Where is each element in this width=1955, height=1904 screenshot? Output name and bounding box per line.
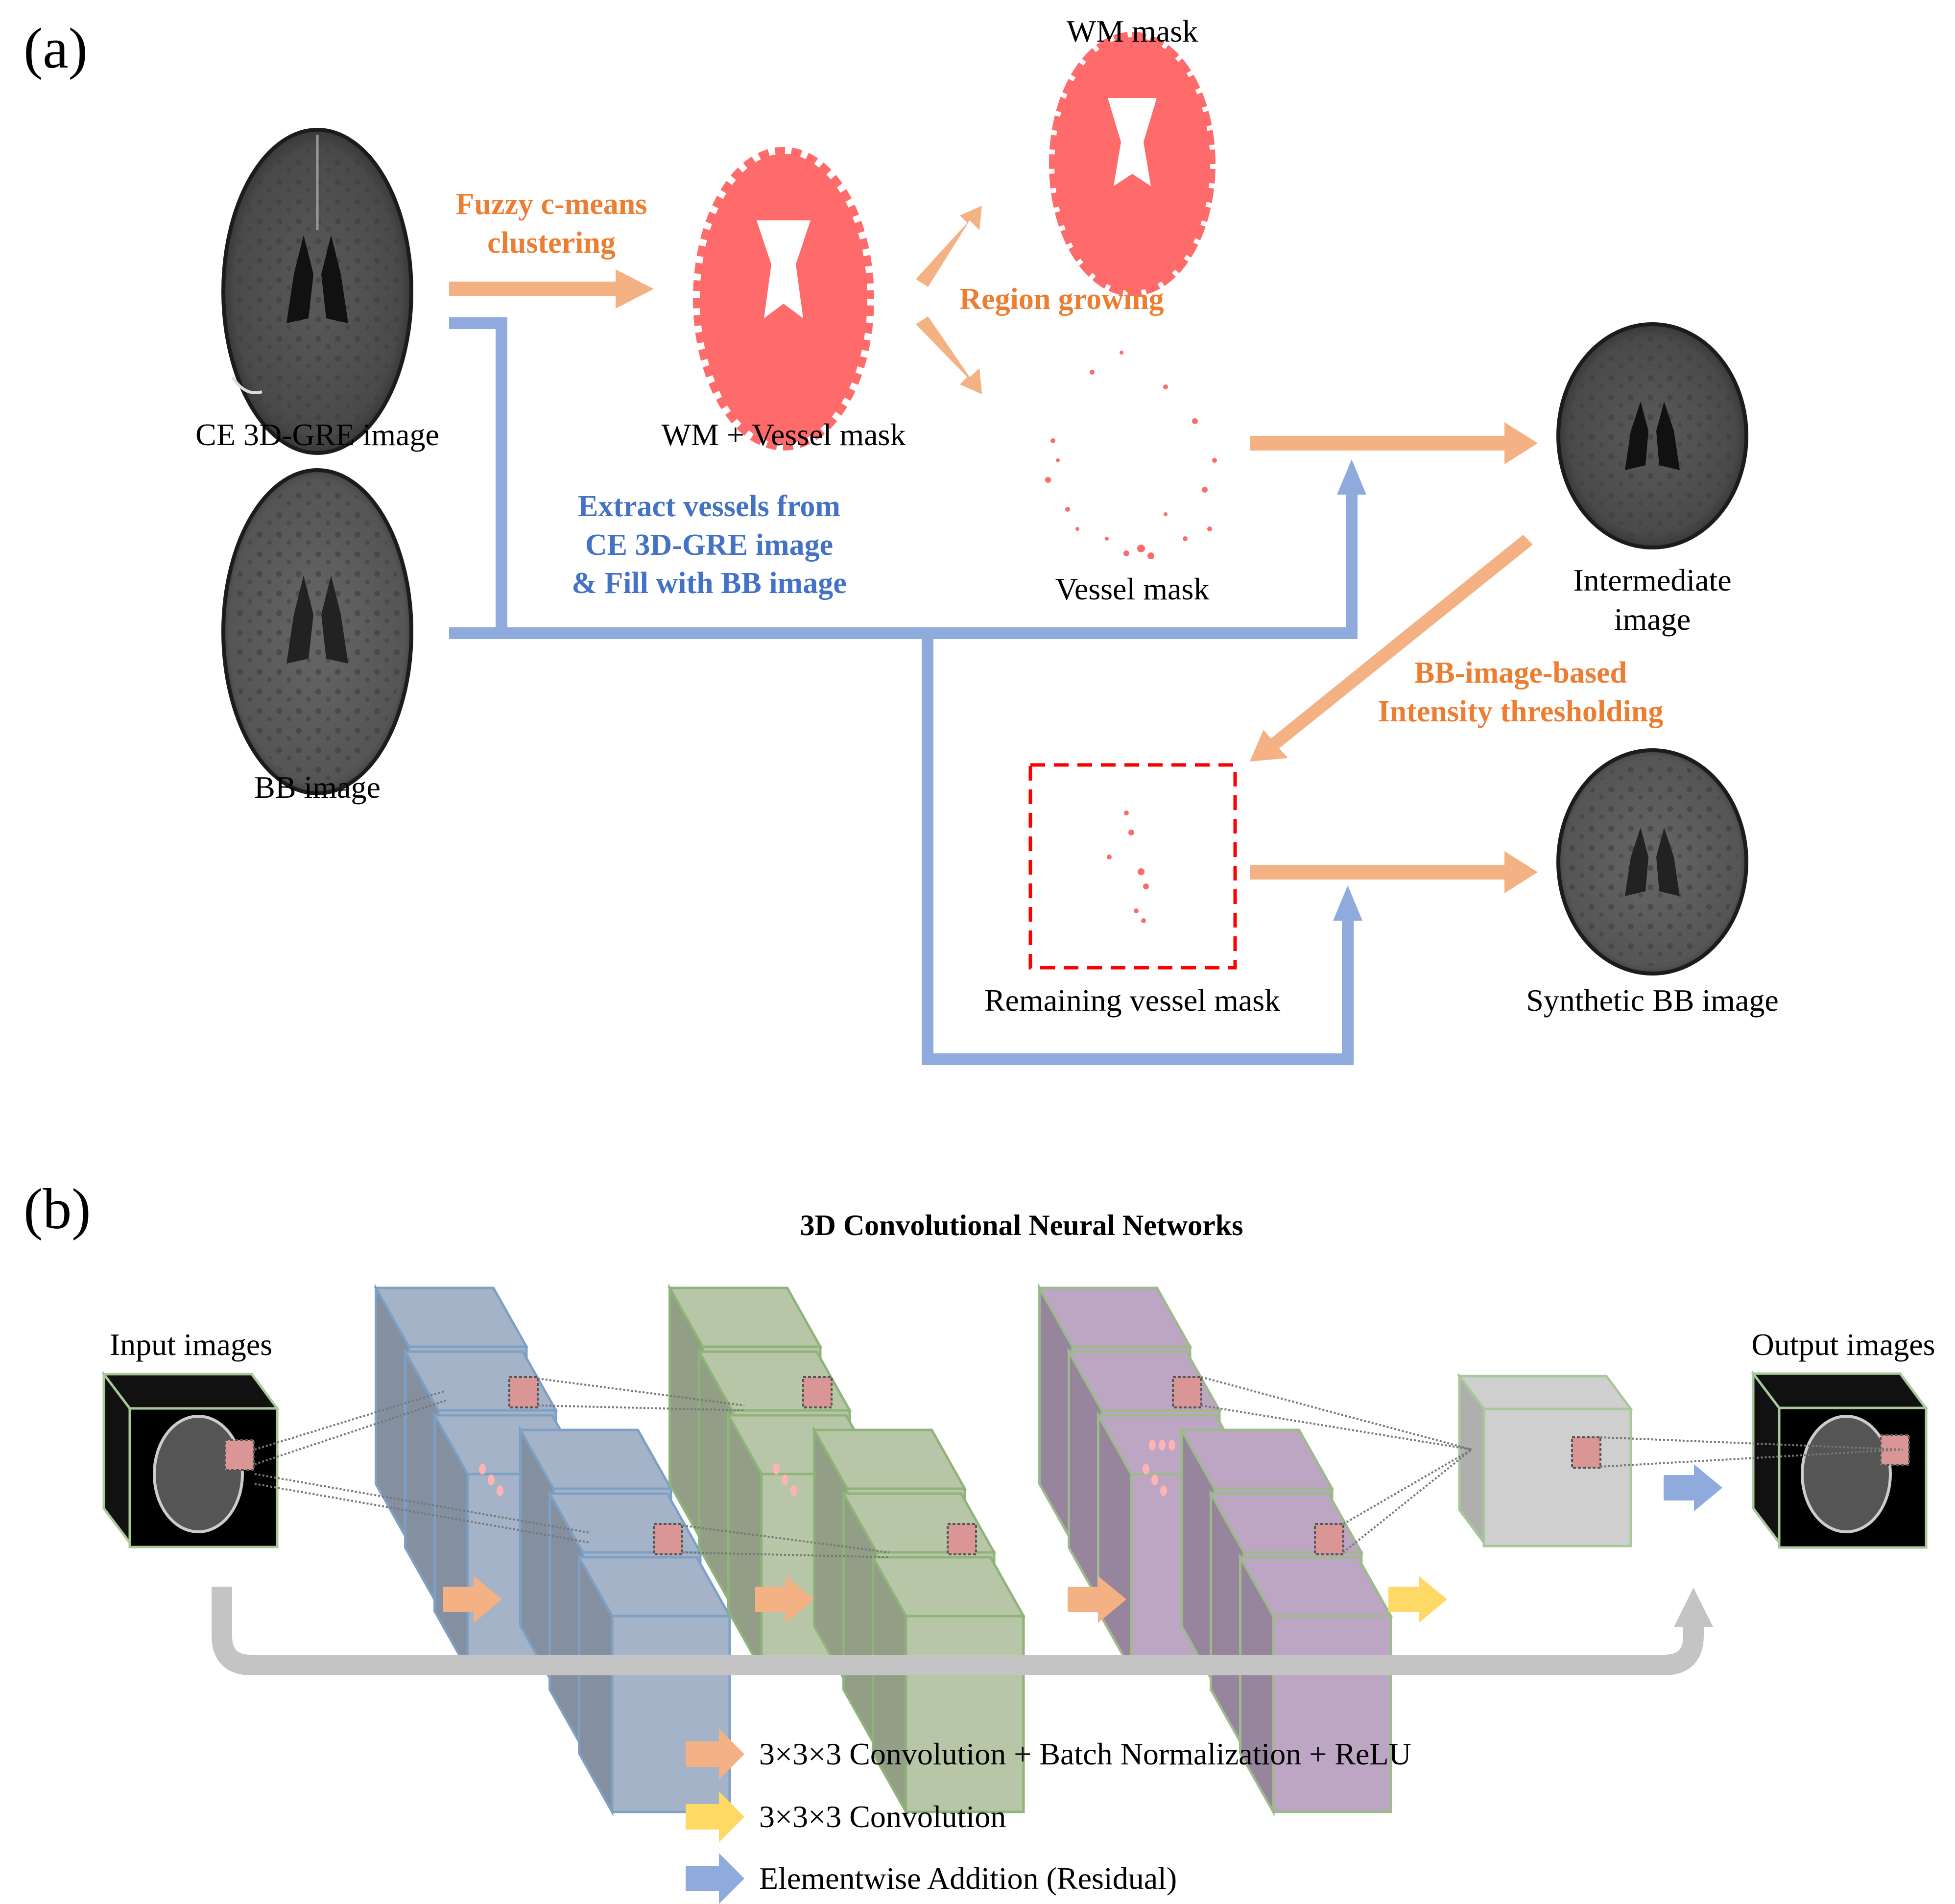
connection-line-3	[254, 1473, 591, 1534]
ellipsis-dot-3	[497, 1485, 503, 1496]
connection-line-7	[682, 1524, 889, 1553]
input-brain-slice	[153, 1415, 244, 1533]
fill-connectors	[449, 317, 1358, 1065]
connection-line-14	[1600, 1449, 1903, 1468]
ellipsis-dot-6	[790, 1485, 797, 1496]
threshold-arrow	[1250, 535, 1533, 762]
output-brain-slice	[1801, 1415, 1892, 1533]
panel-a-label: (a)	[24, 16, 88, 80]
conv-bn-relu-arrow-3	[1068, 1576, 1126, 1623]
kernel-2	[653, 1523, 683, 1555]
output-layer-top	[1457, 1375, 1633, 1410]
connection-line-4	[254, 1483, 591, 1544]
ellipsis-dot-11	[1151, 1475, 1158, 1485]
legend-label: 3×3×3 Convolution	[759, 1799, 1006, 1834]
yellow-arrow-icon	[686, 1791, 744, 1842]
legend-item-conv-bn-relu: 3×3×3 Convolution + Batch Normalization …	[686, 1729, 1411, 1780]
blue-arrow-head-synthetic	[1333, 885, 1362, 921]
legend-label: Elementwise Addition (Residual)	[759, 1861, 1177, 1896]
fuzzy-arrow-head	[616, 269, 654, 309]
panel-b-label: (b)	[24, 1177, 91, 1241]
ce-gre-brain-image	[221, 128, 413, 455]
orange-arrow-icon	[686, 1729, 744, 1780]
remaining-to-synthetic-shaft	[1250, 865, 1504, 880]
output-images-label: Output images	[1751, 1327, 1935, 1362]
region-growing-step: Region growing	[959, 283, 1164, 316]
wm-mask-image	[1044, 26, 1221, 302]
remaining-to-synthetic-head	[1504, 851, 1538, 893]
cnn-title: 3D Convolutional Neural Networks	[800, 1209, 1243, 1241]
connection-line-13	[1600, 1436, 1903, 1451]
wm-mask-label: WM mask	[1066, 14, 1198, 48]
ellipsis-dot-1	[479, 1464, 486, 1475]
intermediate-image-label: Intermediate image	[1573, 563, 1732, 637]
ellipsis-dot-8	[1159, 1440, 1166, 1451]
blue-arrow-icon	[686, 1853, 744, 1904]
connection-line-8	[682, 1551, 889, 1558]
kernel-1	[508, 1376, 539, 1408]
remaining-vessel-mask-image	[1028, 763, 1237, 970]
output-layer-kernel	[1571, 1436, 1601, 1469]
connection-line-5	[537, 1378, 745, 1406]
vessel-to-intermediate-head	[1504, 422, 1538, 464]
wm-vessel-mask-label: WM + Vessel mask	[661, 417, 906, 452]
synthetic-bb-brain-image	[1556, 748, 1748, 976]
fuzzy-c-means-step: Fuzzy c-means clustering	[455, 188, 647, 260]
wm-vessel-mask-image	[686, 140, 881, 457]
layer-block-n-b-map-3-front	[1272, 1615, 1392, 1813]
connection-line-11	[1342, 1449, 1473, 1525]
residual-skip-arrow-head	[1674, 1588, 1713, 1627]
input-cube-top	[101, 1373, 280, 1410]
kernel-6	[1314, 1523, 1344, 1555]
output-layer-front	[1482, 1407, 1632, 1547]
residual-skip-connection	[212, 1587, 1704, 1675]
input-images-label: Input images	[109, 1327, 273, 1362]
kernel-3	[802, 1376, 833, 1408]
output-cube-top	[1750, 1372, 1928, 1409]
vessel-mask-label: Vessel mask	[1055, 571, 1210, 606]
ellipsis-dot-12	[1160, 1485, 1167, 1496]
ellipsis-dot-7	[1149, 1440, 1156, 1451]
conv-arrow	[1388, 1576, 1447, 1623]
extract-vessels-step: Extract vessels from CE 3D-GRE image & F…	[572, 490, 847, 600]
connection-line-12	[1342, 1449, 1473, 1553]
ellipsis-dot-10	[1143, 1464, 1149, 1475]
layer-block-2-b-map-3-front	[905, 1615, 1025, 1813]
conv-bn-relu-arrow-2	[755, 1576, 814, 1623]
legend-item-residual: Elementwise Addition (Residual)	[686, 1853, 1177, 1904]
residual-add-arrow	[1664, 1464, 1722, 1511]
legend-item-conv: 3×3×3 Convolution	[686, 1791, 1006, 1842]
conv-bn-relu-arrow-1	[443, 1576, 502, 1623]
intensity-thresholding-step: BB-image-based Intensity thresholding	[1378, 656, 1664, 728]
ellipsis-dot-5	[782, 1475, 788, 1485]
synthetic-bb-image-label: Synthetic BB image	[1526, 983, 1779, 1018]
input-kernel	[224, 1439, 255, 1471]
bb-brain-image	[221, 468, 413, 795]
ellipsis-dot-4	[773, 1464, 780, 1475]
connection-line-10	[1201, 1404, 1472, 1451]
bb-image-label: BB image	[254, 770, 381, 805]
fuzzy-arrow-shaft	[449, 282, 616, 296]
ellipsis-dot-2	[488, 1475, 495, 1485]
region-growing-down-arrow	[916, 316, 982, 394]
connection-line-6	[537, 1404, 745, 1411]
intermediate-brain-image	[1556, 322, 1748, 549]
ellipsis-dot-9	[1168, 1440, 1175, 1451]
legend-label: 3×3×3 Convolution + Batch Normalization …	[759, 1737, 1411, 1771]
kernel-5	[1172, 1376, 1202, 1408]
region-growing-up-arrow	[916, 206, 982, 287]
blue-arrow-head-intermediate	[1337, 459, 1366, 495]
vessel-mask-image	[1045, 351, 1217, 559]
ce-gre-image-label: CE 3D-GRE image	[195, 417, 439, 452]
remaining-vessel-mask-label: Remaining vessel mask	[984, 983, 1281, 1018]
kernel-4	[947, 1523, 977, 1555]
layer-block-1-b-map-3-front	[611, 1615, 731, 1813]
process-arrows	[449, 206, 1538, 893]
vessel-to-intermediate-shaft	[1250, 436, 1504, 451]
